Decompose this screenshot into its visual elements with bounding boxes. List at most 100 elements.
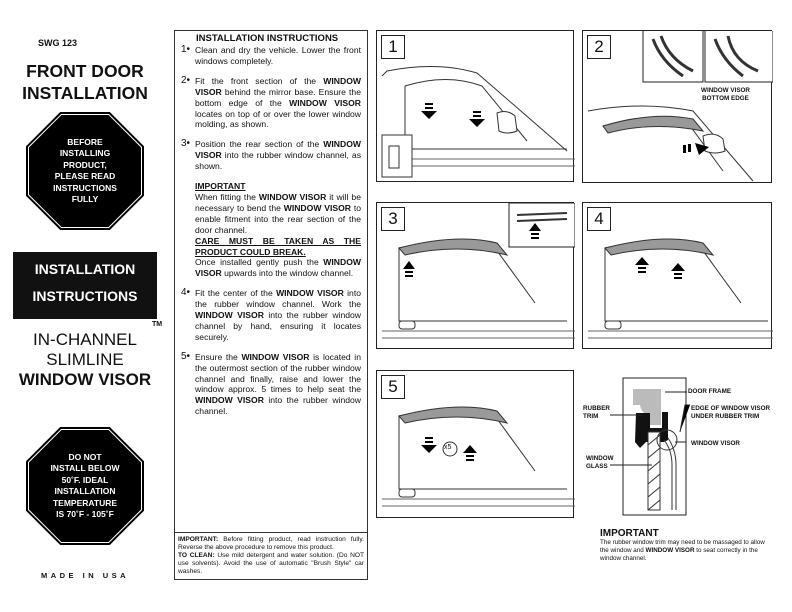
step-number: 5•: [181, 350, 191, 362]
arrow-down-icon: [421, 103, 437, 119]
bold-text: WINDOW VISOR: [195, 139, 361, 161]
footer-notes: IMPORTANT: Before fitting product, read …: [175, 532, 367, 579]
sign-line: DO NOT: [68, 451, 102, 462]
care-warning: CARE MUST BE TAKEN AS THE PRODUCT COULD …: [195, 235, 361, 257]
label-window-visor: WINDOW VISOR: [691, 440, 740, 447]
bold-text: IMPORTANT:: [178, 536, 219, 543]
arrow-up-icon: [463, 445, 477, 461]
text: into the rubber window channel by hand, …: [195, 310, 361, 342]
label-line: BOTTOM EDGE: [702, 95, 749, 102]
bold-text: WINDOW VISOR: [258, 191, 327, 202]
cross-section-diagram: [610, 377, 690, 516]
label-line: GLASS: [586, 463, 608, 470]
instructions-panel: INSTALLATION INSTRUCTIONS 1• Clean and dr…: [174, 30, 368, 580]
step-number: 4: [587, 207, 611, 231]
text: Use mild detergent and water solution. (…: [178, 552, 365, 575]
text: behind the mirror base. Ensure the botto…: [195, 86, 361, 108]
page-title: FRONT DOOR INSTALLATION: [0, 60, 170, 104]
door-illustration: [382, 406, 575, 507]
note-text: The rubber window trim may need to be ma…: [600, 539, 770, 563]
product-line: WINDOW VISOR: [18, 370, 152, 389]
installation-instructions-box: INSTALLATION INSTRUCTIONS: [13, 252, 157, 319]
instructions-heading: INSTALLATION INSTRUCTIONS: [196, 33, 339, 44]
bold-text: WINDOW VISOR: [195, 395, 264, 406]
text: to seat correctly in the window channel.: [600, 547, 758, 562]
arrow-down-icon: [421, 437, 437, 453]
product-line: IN-CHANNEL: [33, 330, 137, 349]
text: it will be necessary to bend the: [195, 191, 361, 213]
sign-line: FULLY: [71, 194, 99, 204]
box-line: INSTRUCTIONS: [32, 288, 138, 304]
text: When fitting the: [195, 191, 259, 202]
text: into the rubber window channel. Work the: [195, 288, 361, 310]
diagram-step-5: x5 5: [376, 370, 575, 518]
product-line: SLIMLINE: [46, 350, 124, 369]
step-text: Fit the front section of the WINDOW VISO…: [195, 76, 361, 131]
text: Before fitting product, read instruction…: [178, 536, 364, 551]
label-line: EDGE OF WINDOW VISOR: [691, 405, 771, 412]
step-text: Clean and dry the vehicle. Lower the fro…: [195, 45, 361, 67]
diagram-step-1: 1: [376, 30, 575, 182]
bold-text: WINDOW VISOR: [283, 202, 351, 213]
instruction-step: 4• Fit the center of the WINDOW VISOR int…: [181, 287, 361, 343]
sign-line: INSTRUCTIONS: [53, 182, 117, 193]
step-number: 3•: [181, 138, 191, 150]
bold-text: WINDOW VISOR: [195, 75, 361, 97]
arrow-down-icon: [469, 111, 485, 127]
bold-text: WINDOW VISOR: [276, 288, 344, 299]
text: to enable fitment into the rear section …: [195, 202, 361, 235]
door-illustration: [381, 66, 575, 178]
arrow-up-icon: [403, 261, 415, 277]
step-number: 3: [381, 207, 405, 231]
step-number: 4•: [181, 287, 191, 299]
door-illustration: [382, 202, 576, 339]
bold-text: WINDOW VISOR: [195, 310, 264, 321]
step-number: 1: [381, 35, 405, 59]
label-line: WINDOW VISOR: [701, 87, 750, 94]
instruction-step: 3• Position the rear section of the WINDO…: [181, 138, 361, 279]
bold-text: WINDOW VISOR: [241, 351, 310, 362]
step-number: 2•: [181, 74, 191, 86]
box-line: INSTALLATION: [34, 261, 136, 277]
important-heading: IMPORTANT: [195, 181, 246, 192]
diagram-step-3: 3: [376, 202, 576, 349]
repeat-badge: x5: [444, 444, 452, 451]
text: upwards into the window channel.: [221, 268, 354, 279]
sign-line: INSTALLATION: [54, 486, 116, 496]
text: Fit the front section of the: [195, 75, 324, 86]
text: Ensure the: [195, 351, 242, 362]
text: Clean and dry the vehicle. Lower the fro…: [195, 45, 361, 66]
product-name: IN-CHANNEL SLIMLINE WINDOW VISOR: [0, 330, 170, 390]
bold-text: WINDOW VISOR: [195, 257, 361, 279]
step-number: 2: [587, 35, 611, 59]
diagram-step-4: 4: [582, 202, 773, 349]
bold-text: WINDOW VISOR: [289, 97, 361, 108]
text: Fit the center of the: [195, 288, 277, 299]
arrow-up-icon: [671, 263, 685, 279]
sign-line: IS 70˚F - 105˚F: [56, 509, 114, 519]
steps-list: 1• Clean and dry the vehicle. Lower the f…: [181, 44, 361, 532]
door-illustration: [587, 29, 774, 182]
arrow-up-icon: [635, 257, 649, 273]
bold-text: WINDOW VISOR: [645, 547, 695, 554]
text: Position the rear section of the: [195, 139, 324, 150]
instruction-step: 5•Ensure the WINDOW VISOR is located in …: [181, 350, 361, 417]
made-in-usa: MADE IN USA: [40, 571, 130, 580]
sign-line: INSTALLING: [59, 148, 111, 158]
step-number: 1•: [181, 44, 191, 55]
arrow-icon: [683, 143, 709, 155]
step-text: Position the rear section of the WINDOW …: [195, 139, 361, 279]
text: locates on top of or over the lower wind…: [195, 108, 361, 130]
text: The rubber window trim may need to be ma…: [600, 539, 765, 554]
instruction-step: 2• Fit the front section of the WINDOW VI…: [181, 74, 361, 131]
text: Once installed gently push the: [195, 257, 324, 268]
sign-line: TEMPERATURE: [52, 497, 118, 508]
title-line: FRONT DOOR: [26, 61, 144, 81]
